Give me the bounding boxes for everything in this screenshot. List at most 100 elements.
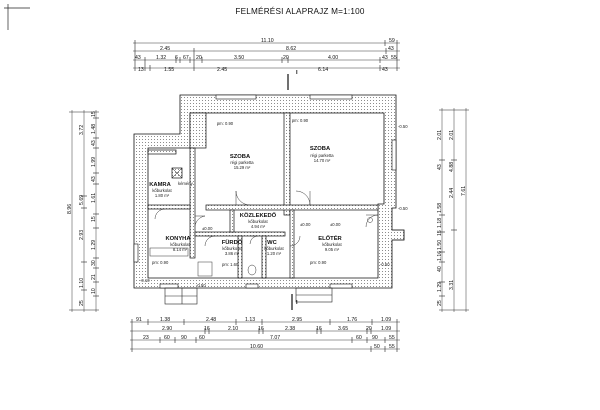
dim-left-mid-3: 1.10: [79, 278, 85, 288]
level-konyha: pm: 0.90: [152, 260, 169, 265]
interior-walls: [147, 112, 379, 279]
svg-text:kőburkolat: kőburkolat: [222, 246, 242, 251]
dim-right-mid-1: 4.88: [449, 162, 455, 172]
dim-bot-r2-1: 16: [204, 326, 210, 332]
dim-top-r2-b: 8.62: [286, 46, 296, 52]
dimension-texts-right: 7.61 2.01 4.88 2.44 3.31 2.01 43 1.58 1.…: [437, 130, 467, 306]
dim-bot-r1-5: 1.76: [347, 317, 357, 323]
chimney-label: kémény: [178, 181, 194, 186]
fixtures: [149, 217, 373, 277]
door-swings: [154, 190, 379, 247]
level-entry: ±0.00: [330, 222, 341, 227]
dim-bot-r4-1: 50: [374, 344, 380, 350]
room-labels: SZOBA régi parketta 15.29 m² pm: 0.90 SZ…: [149, 118, 342, 256]
windows: [133, 94, 397, 289]
svg-text:4.94 m²: 4.94 m²: [251, 224, 266, 229]
dim-left-in-2: 43: [91, 140, 97, 146]
dim-left-total: 8.96: [67, 204, 73, 214]
dim-left-in-3: 1.99: [91, 157, 97, 167]
dimension-texts-top: 11.10 59 2.45 8.62 43 43 1.32 6 67 20 3.…: [135, 38, 397, 73]
svg-text:WC: WC: [267, 240, 277, 246]
svg-text:FÜRDŐ: FÜRDŐ: [222, 239, 243, 246]
dim-left-in-7: 1.29: [91, 240, 97, 250]
dim-top-r4-4: 43: [382, 67, 388, 73]
level-hall: ±0.00: [300, 222, 311, 227]
dim-left-in-8: 30: [91, 260, 97, 266]
level-se: -0.50: [380, 262, 390, 267]
crop-marks: [4, 4, 30, 30]
dim-top-r3-3: 67: [183, 55, 189, 61]
dim-left-in-9: 21: [91, 274, 97, 280]
room-eloter: ELŐTÉR kőburkolat 9.05 m²: [318, 234, 342, 252]
entrance-steps: [164, 229, 405, 305]
dim-right-in-2: 1.58: [437, 203, 443, 213]
dim-top-r3-1: 1.32: [156, 55, 166, 61]
dim-bot-r2-3: 16: [258, 326, 264, 332]
level-s: -0.50: [196, 283, 206, 288]
svg-text:kőburkolat: kőburkolat: [322, 242, 342, 247]
dimension-lines-left: [69, 110, 99, 312]
dimension-texts-left: 8.96 3.72 5.69 2.93 1.10 25 15 1.48 43 1…: [67, 111, 97, 306]
svg-text:pm: 0.90: pm: 0.90: [217, 121, 234, 126]
svg-text:SZOBA: SZOBA: [310, 146, 331, 152]
svg-text:15.29 m²: 15.29 m²: [234, 165, 251, 170]
section-mark-top: I: [296, 70, 298, 76]
svg-text:1.80 m²: 1.80 m²: [155, 193, 170, 198]
dim-bot-r2-5: 16: [316, 326, 322, 332]
dim-left-mid-0: 3.72: [79, 125, 85, 135]
svg-text:1.20 m²: 1.20 m²: [267, 251, 282, 256]
level-e: -0.50: [398, 206, 408, 211]
dim-bot-r2-2: 2.10: [228, 326, 238, 332]
svg-text:9.05 m²: 9.05 m²: [325, 247, 340, 252]
dim-right-in-3: 1.18: [437, 218, 443, 228]
dim-bot-r4-2: 55: [389, 344, 395, 350]
dim-bot-r1-1: 1.38: [160, 317, 170, 323]
dim-left-in-10: 10: [91, 288, 97, 294]
dim-left-in-1: 1.48: [91, 124, 97, 134]
dim-bot-r1-0: 91: [136, 317, 142, 323]
svg-text:SZOBA: SZOBA: [230, 154, 251, 160]
dim-left-mid-1: 5.69: [79, 195, 85, 205]
dim-bot-r3-5: 60: [356, 335, 362, 341]
dim-left-in-6: 15: [91, 216, 97, 222]
svg-text:régi parketta: régi parketta: [310, 153, 334, 158]
dim-top-r4-0: 13: [138, 67, 144, 73]
dim-left-mid-2: 2.93: [79, 230, 85, 240]
room-furdo: FÜRDŐ kőburkolat 3.86 m²: [222, 239, 243, 256]
room-wc: WC kőburkolat 1.20 m²: [264, 240, 284, 256]
dim-bot-r1-3: 1.13: [245, 317, 255, 323]
dim-bot-r3-4: 7.07: [270, 335, 280, 341]
room-kamra: KAMRA kőburkolat 1.80 m²: [149, 182, 172, 198]
level-sw: -0.10: [140, 278, 150, 283]
dim-right-in-8: 1.29: [437, 282, 443, 292]
svg-text:kőburkolat: kőburkolat: [152, 188, 172, 193]
plan-title: FELMÉRÉSI ALAPRAJZ M=1:100: [235, 6, 364, 16]
dim-top-r3-5: 3.50: [234, 55, 244, 61]
level-labels: pm: 0.90 pm: 1.60 pm: 0.90 -0.50 -0.50 -…: [140, 124, 408, 288]
dim-right-mid-0: 2.01: [449, 130, 455, 140]
dim-bot-r1-4: 2.95: [292, 317, 302, 323]
dim-bot-r2-6: 3.65: [338, 326, 348, 332]
svg-text:régi parketta: régi parketta: [230, 160, 254, 165]
dim-top-r3-2: 6: [175, 55, 178, 61]
dim-bot-r1-6: 1.09: [381, 317, 391, 323]
svg-text:ELŐTÉR: ELŐTÉR: [318, 234, 342, 242]
svg-text:kőburkolat: kőburkolat: [170, 242, 190, 247]
dim-bot-r3-7: 55: [389, 335, 395, 341]
dim-top-r4-3: 6.14: [318, 67, 328, 73]
svg-text:8.14 m²: 8.14 m²: [173, 247, 188, 252]
level-ne: -0.50: [398, 124, 408, 129]
svg-text:KÖZLEKEDŐ: KÖZLEKEDŐ: [240, 212, 277, 219]
room-szoba-right: SZOBA régi parketta 14.70 m² pm: 0.90: [292, 118, 334, 163]
dim-bot-r3-0: 23: [143, 335, 149, 341]
dim-left-in-4: 43: [91, 176, 97, 182]
dim-top-r4-2: 2.45: [217, 67, 227, 73]
dim-right-in-7: 40: [437, 266, 443, 272]
svg-text:14.70 m²: 14.70 m²: [314, 158, 331, 163]
dim-right-in-1: 43: [437, 164, 443, 170]
room-kozlekedo: KÖZLEKEDŐ kőburkolat 4.94 m²: [240, 212, 277, 229]
dimension-texts-bottom: 91 1.38 2.48 1.13 2.95 1.76 1.09 2.90 16…: [136, 317, 395, 350]
level-eloter: pm: 0.90: [310, 260, 327, 265]
dim-top-end: 59: [389, 38, 395, 44]
